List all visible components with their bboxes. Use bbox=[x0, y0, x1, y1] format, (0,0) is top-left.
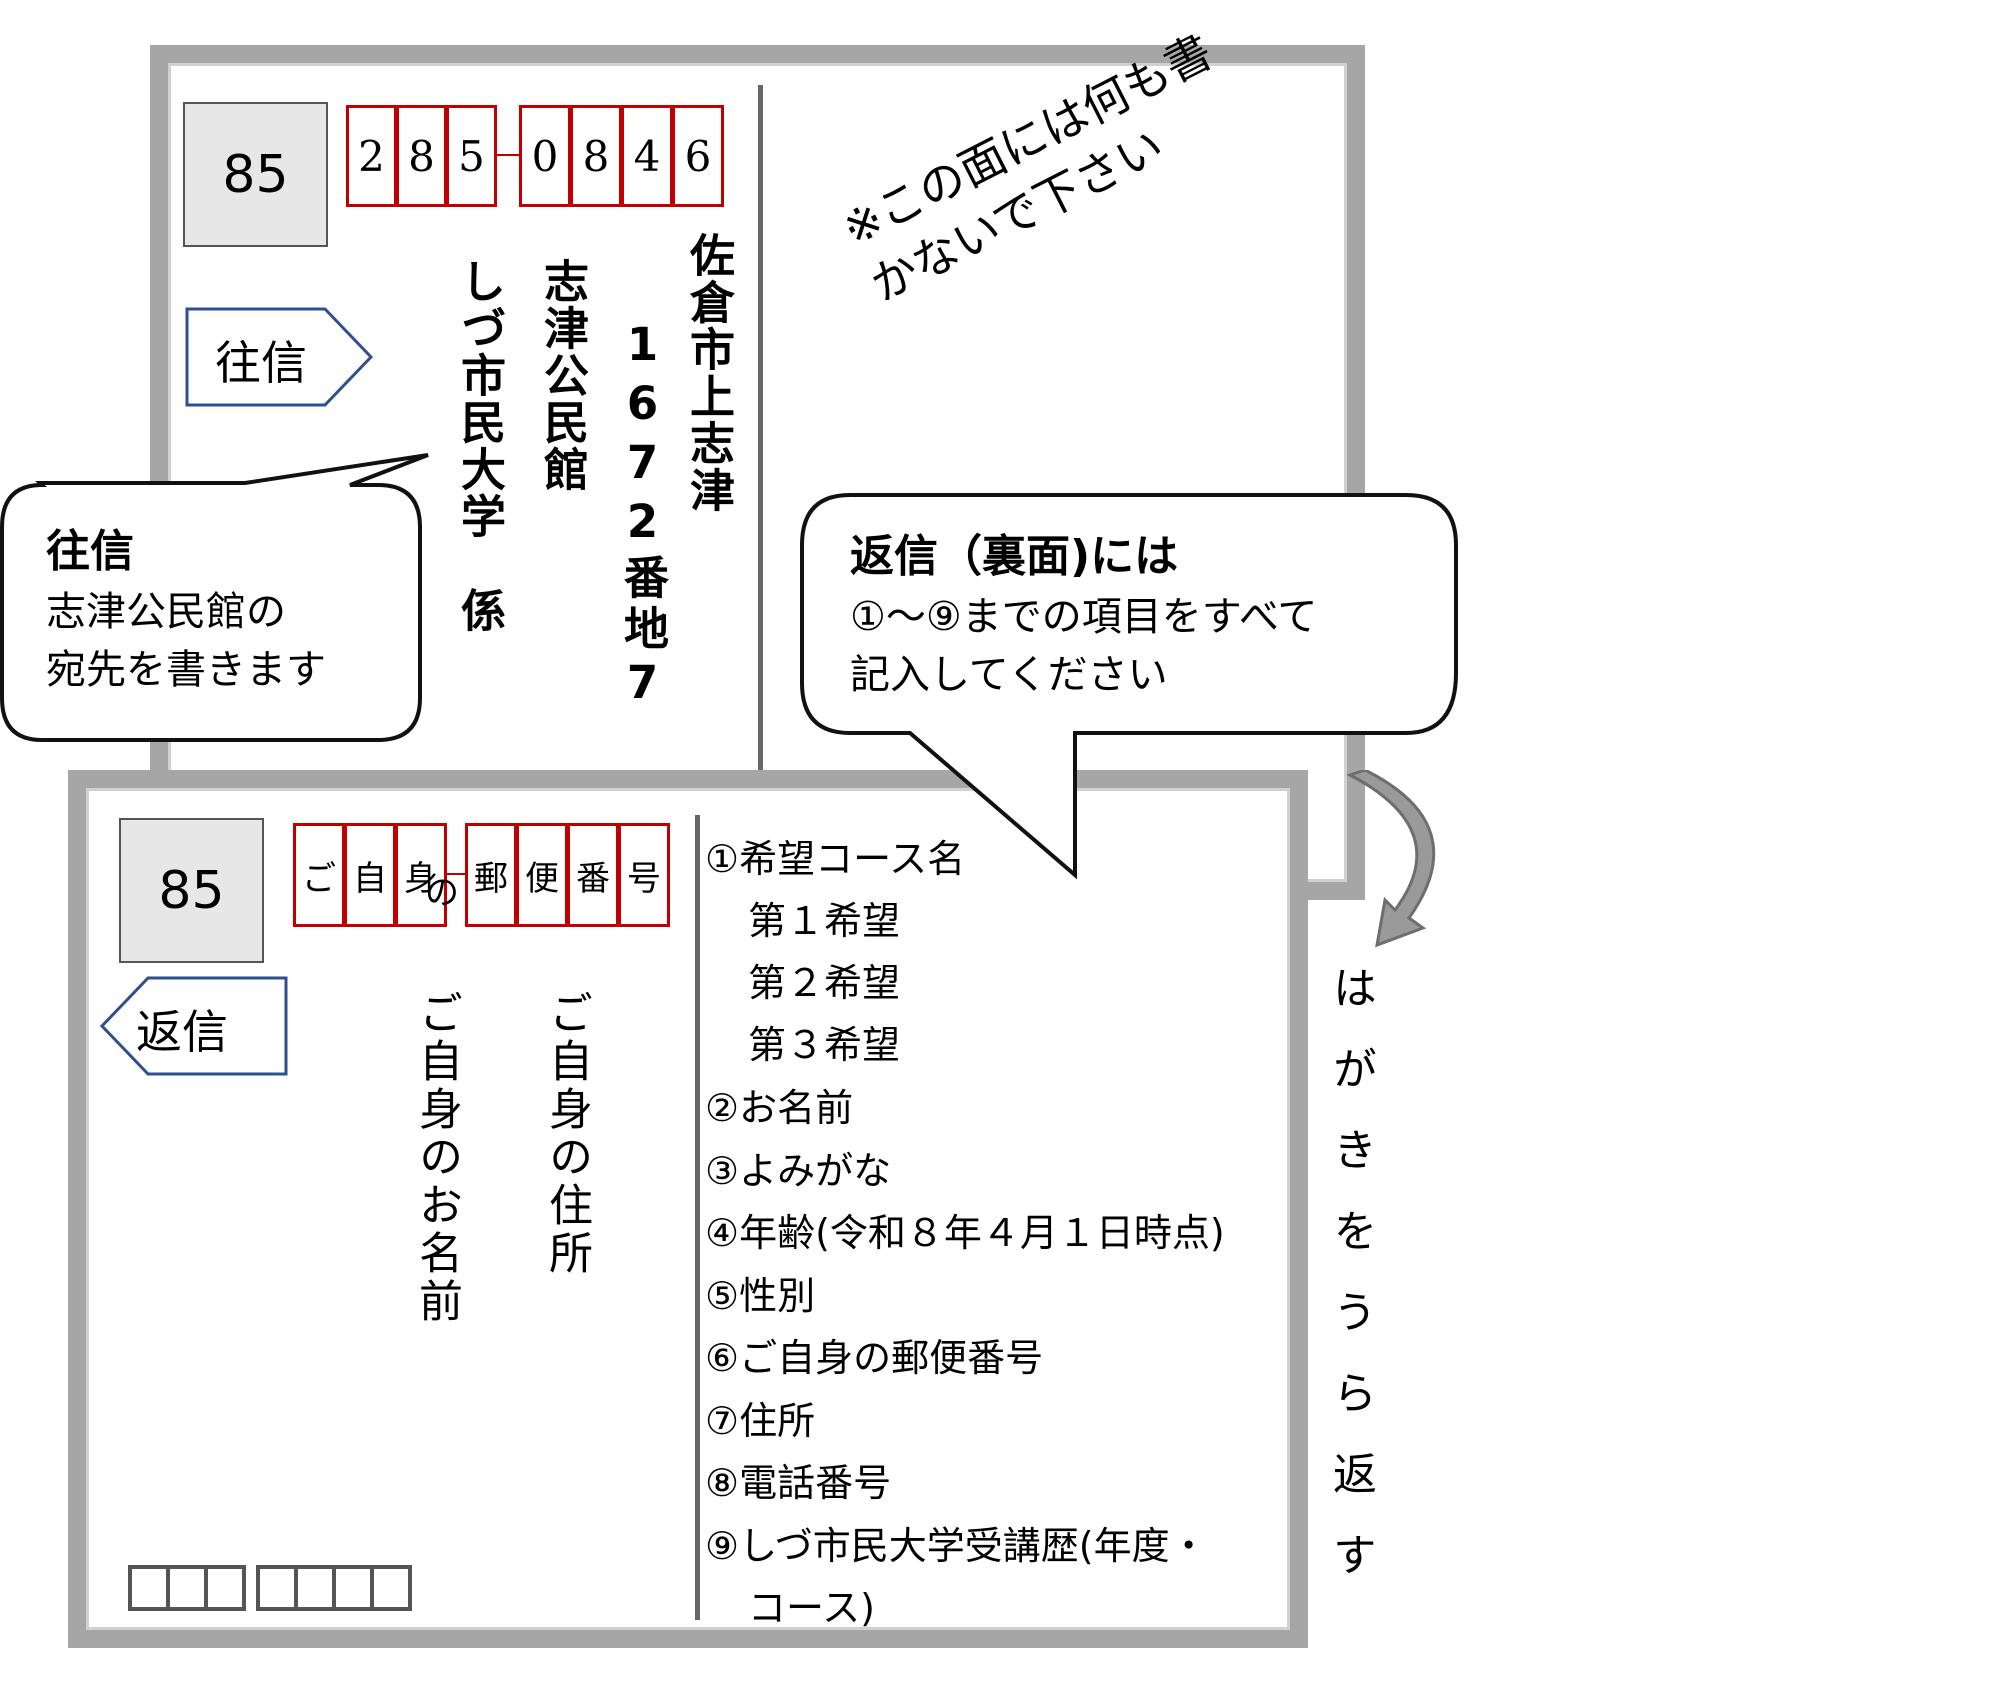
zip-digit: 6 bbox=[684, 131, 712, 181]
recipient-line-1: 志津公民館 bbox=[536, 258, 589, 493]
outgoing-tag: 往信 bbox=[185, 307, 375, 407]
reply-zip-box: 号 bbox=[618, 823, 670, 927]
reply-item: ⑦住所 bbox=[705, 1399, 816, 1443]
outgoing-callout-line: 宛先を書きます bbox=[46, 647, 326, 693]
reply-callout-line: 記入してください bbox=[850, 652, 1168, 698]
reply-postcard bbox=[68, 770, 1308, 1648]
reply-item: ⑥ご自身の郵便番号 bbox=[705, 1336, 1044, 1380]
outgoing-callout-shape bbox=[0, 453, 429, 742]
reply-barcode-boxes bbox=[128, 1565, 412, 1611]
reply-item: ⑧電話番号 bbox=[705, 1461, 892, 1505]
outgoing-tag-label: 往信 bbox=[215, 336, 307, 390]
reply-zip-char: 自 bbox=[353, 858, 387, 899]
outgoing-callout-title: 往信 bbox=[46, 526, 134, 577]
reply-zip-box: 便 bbox=[516, 823, 568, 927]
zip-hyphen bbox=[497, 154, 519, 156]
reply-card-divider bbox=[695, 815, 700, 1620]
reply-zip-box: 身 bbox=[395, 823, 447, 927]
reply-item: ④年齢(令和８年４月１日時点) bbox=[705, 1211, 1225, 1255]
reply-zip-char: 便 bbox=[525, 858, 559, 899]
reply-callout: 返信（裏面)には ①〜⑨までの項目をすべて 記入してください bbox=[800, 493, 1460, 883]
reply-item: ①希望コース名 bbox=[705, 837, 966, 881]
reply-item: 第３希望 bbox=[748, 1023, 901, 1067]
zip-digit-box: 0 bbox=[519, 105, 571, 207]
reply-item: ③よみがな bbox=[705, 1149, 892, 1193]
recipient-line-2: しづ市民大学 係 bbox=[453, 258, 506, 634]
zip-digit: 0 bbox=[531, 131, 559, 181]
reply-zip-box: 自 bbox=[344, 823, 396, 927]
reply-item: ⑨しづ市民大学受講歴(年度・ bbox=[705, 1524, 1208, 1568]
reply-item: ②お名前 bbox=[705, 1086, 854, 1130]
reply-zip-hyphen bbox=[447, 873, 465, 875]
zip-digit-box: 6 bbox=[672, 105, 724, 207]
reply-zip-box: ご bbox=[293, 823, 345, 927]
reply-item: ⑤性別 bbox=[705, 1274, 816, 1318]
reply-zip-char: 号 bbox=[627, 858, 661, 899]
zip-digit-box: 8 bbox=[396, 105, 447, 207]
reply-stamp-value: 85 bbox=[158, 860, 225, 921]
zip-digit: 4 bbox=[633, 131, 661, 181]
reply-tag-label: 返信 bbox=[136, 1005, 228, 1059]
reply-item: コース) bbox=[748, 1586, 875, 1630]
outgoing-stamp-value: 85 bbox=[222, 144, 289, 205]
reply-tag: 返信 bbox=[100, 976, 290, 1076]
outgoing-stamp: 85 bbox=[183, 102, 328, 247]
reply-own-name: ご自身のお名前 bbox=[411, 990, 462, 1326]
address-line-1: 佐倉市上志津 bbox=[682, 232, 735, 514]
reply-callout-shape bbox=[800, 493, 1458, 880]
reply-callout-title: 返信（裏面)には bbox=[850, 531, 1179, 582]
zip-digit-box: 8 bbox=[570, 105, 622, 207]
flip-arrow-icon bbox=[1346, 770, 1436, 948]
reply-callout-line: ①〜⑨までの項目をすべて bbox=[850, 594, 1318, 640]
zip-digit: 8 bbox=[408, 131, 435, 181]
outgoing-callout: 往信 志津公民館の 宛先を書きます bbox=[0, 453, 430, 745]
reply-item: 第１希望 bbox=[748, 899, 901, 943]
zip-digit-box: 4 bbox=[621, 105, 673, 207]
zip-digit: 5 bbox=[458, 131, 485, 181]
address-line-2: 1672番地7 bbox=[616, 318, 669, 715]
reply-zip-char: 番 bbox=[576, 858, 610, 899]
flip-instruction: はがきをうら返す bbox=[1325, 965, 1376, 1613]
reply-zip-char: ご bbox=[302, 858, 336, 899]
reply-stamp: 85 bbox=[119, 818, 264, 963]
reply-zip-char: 郵 bbox=[474, 858, 508, 899]
zip-digit: 8 bbox=[582, 131, 610, 181]
zip-digit: 2 bbox=[358, 131, 385, 181]
reply-zip-box: 番 bbox=[567, 823, 619, 927]
reply-zip-connector-char: の bbox=[425, 873, 459, 913]
reply-item: 第２希望 bbox=[748, 961, 901, 1005]
reply-zip-box: 郵 bbox=[465, 823, 517, 927]
outgoing-callout-line: 志津公民館の bbox=[46, 589, 286, 635]
reply-own-address: ご自身の住所 bbox=[541, 990, 592, 1278]
reply-tag-shape bbox=[100, 976, 288, 1076]
outgoing-card-divider bbox=[758, 85, 763, 780]
zip-digit-box: 5 bbox=[446, 105, 497, 207]
outgoing-tag-shape bbox=[185, 307, 374, 407]
zip-digit-box: 2 bbox=[346, 105, 397, 207]
reply-zip-char: 身 bbox=[404, 858, 438, 899]
